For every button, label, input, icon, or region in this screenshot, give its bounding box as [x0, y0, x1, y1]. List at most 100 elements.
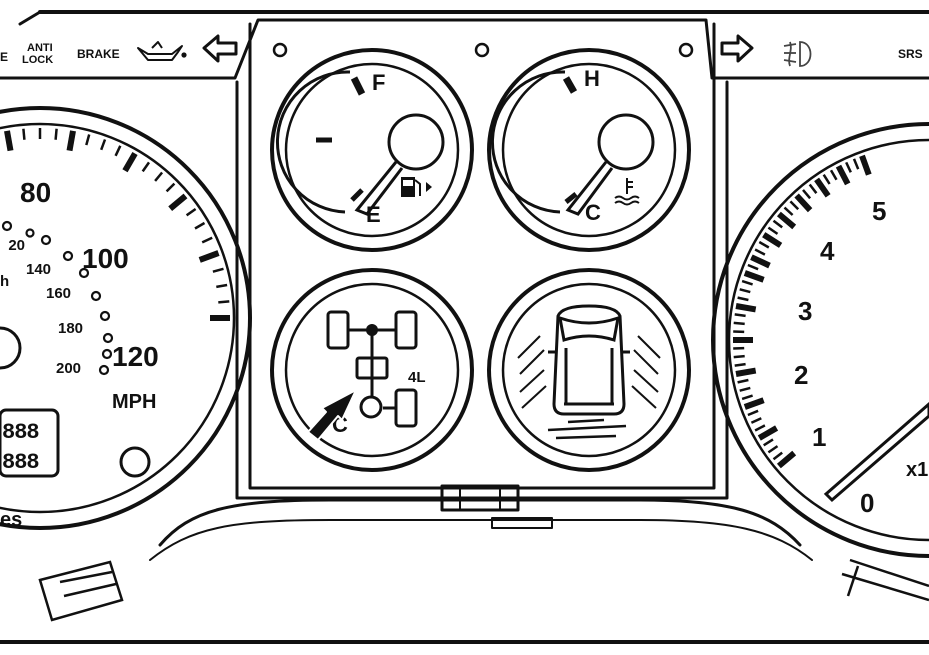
speedometer-tick [154, 171, 164, 182]
speedometer-tick [100, 139, 107, 151]
speedometer-tick [218, 300, 230, 304]
kmh-tick-label: 180 [58, 320, 83, 337]
kmh-unit-label: h [0, 273, 9, 290]
tachometer-tick [741, 279, 753, 286]
tachometer-tick [758, 240, 770, 249]
tachometer-tick [754, 424, 766, 432]
fuel-gauge: F E [270, 48, 474, 252]
tachometer-tick [794, 193, 813, 213]
brake-label: BRAKE [77, 47, 120, 61]
tachometer-tick [739, 288, 751, 294]
fuel-needle-hub [387, 113, 445, 171]
rpm-tick-label: 0 [860, 488, 874, 518]
tachometer-tick [747, 409, 759, 417]
rpm-tick-label: 5 [872, 196, 886, 226]
fuel-empty-mark [350, 188, 364, 202]
speedometer-inner-ring [0, 122, 236, 514]
odometer-bottom-digits: 888 [2, 450, 39, 475]
speedometer-tick [216, 283, 228, 289]
front-differential-icon [366, 324, 378, 336]
tachometer-tick [783, 206, 794, 216]
temp-needle-hub [597, 113, 655, 171]
speedometer-tick [122, 151, 138, 173]
door-ajar-indicator [487, 268, 691, 472]
speed-unit-label: MPH [112, 391, 156, 413]
mph-tick-label: 120 [112, 341, 159, 372]
speedometer-tick [141, 161, 151, 173]
tachometer-tick [739, 386, 751, 392]
tachometer-tick [776, 450, 797, 469]
speedometer-tick [212, 267, 224, 273]
four-wd-indicator: C 4L [270, 268, 474, 472]
temperature-gauge: H C [487, 48, 691, 252]
rpm-multiplier-label: x1 [906, 459, 928, 481]
odometer-display [0, 408, 60, 478]
temp-hot-label: H [584, 66, 600, 91]
tachometer-tick [852, 158, 860, 170]
kmh-tick-label: 140 [26, 261, 51, 278]
anti-lock-label-line2: LOCK [22, 54, 53, 66]
tachometer-tick [743, 270, 765, 283]
vehicle-top-view-icon [548, 304, 630, 416]
tachometer-tick [808, 183, 818, 194]
door-open-lines [517, 335, 661, 409]
kmh-tick-label: 120 [0, 237, 25, 254]
coolant-temp-icon [614, 178, 640, 206]
tachometer-tick [772, 451, 783, 461]
tachometer-tick [814, 177, 831, 198]
tachometer-tick [763, 438, 774, 447]
anti-lock-label-line1: ANTI [27, 42, 53, 54]
temp-cold-mark [564, 192, 578, 204]
warning-lights-right: SRS [720, 34, 923, 67]
mph-tick-label: 100 [82, 243, 129, 274]
cluster-housing [0, 10, 929, 644]
speedometer-needle-hub [0, 326, 22, 370]
fuel-pump-icon [401, 177, 432, 197]
rpm-tick-label: 1 [812, 422, 826, 452]
tachometer-tick [734, 362, 746, 367]
rpm-tick-label: 2 [794, 360, 808, 390]
tachometer-ticks [733, 154, 872, 469]
kmh-tick-label: 160 [46, 285, 71, 302]
mph-tick-label: 80 [20, 177, 51, 208]
tachometer-tick [735, 367, 757, 377]
tachometer-tick [757, 425, 779, 441]
fuel-full-label: F [372, 70, 385, 95]
speedometer-tick [194, 221, 206, 230]
left-turn-arrow-icon [202, 34, 238, 63]
tachometer-inner-ring [727, 138, 929, 542]
speedometer-tick [114, 145, 122, 157]
tachometer-tick [845, 161, 852, 173]
tachometer-tick [735, 303, 757, 313]
tachometer-tick [772, 219, 783, 229]
tachometer-tick [835, 164, 851, 186]
tachometer: 0 1 2 3 4 5 x1 [711, 122, 929, 602]
tachometer-tick [734, 313, 746, 318]
tachometer-tick [741, 394, 753, 401]
tachometer-needle [823, 402, 929, 503]
oil-pressure-icon [137, 41, 187, 61]
speedometer: 80 100 120 120 140 160 180 200 h MPH 888… [0, 106, 252, 622]
right-turn-arrow-icon [720, 34, 754, 63]
tachometer-outer-ring [711, 122, 929, 558]
speedometer-tick [4, 130, 14, 152]
tachometer-tick [859, 154, 872, 176]
tachometer-mount-bracket [841, 558, 929, 602]
cut-warning-label: E [0, 50, 8, 64]
tachometer-tick [747, 263, 759, 271]
fuel-full-mark [350, 76, 366, 96]
rpm-tick-label: 3 [798, 296, 812, 326]
speedometer-tick [22, 128, 26, 140]
tachometer-tick [762, 232, 783, 248]
rpm-tick-label: 4 [820, 236, 835, 266]
trunk-open-icon [547, 418, 627, 440]
fuel-empty-label: E [366, 202, 381, 227]
drivetrain-icon [326, 310, 418, 428]
speedometer-tick [54, 128, 58, 140]
speedometer-tick [66, 130, 76, 152]
tachometer-tick [802, 189, 812, 200]
speedometer-ticks [4, 128, 230, 321]
temp-cold-label: C [585, 200, 601, 225]
speedometer-tick [168, 193, 188, 212]
